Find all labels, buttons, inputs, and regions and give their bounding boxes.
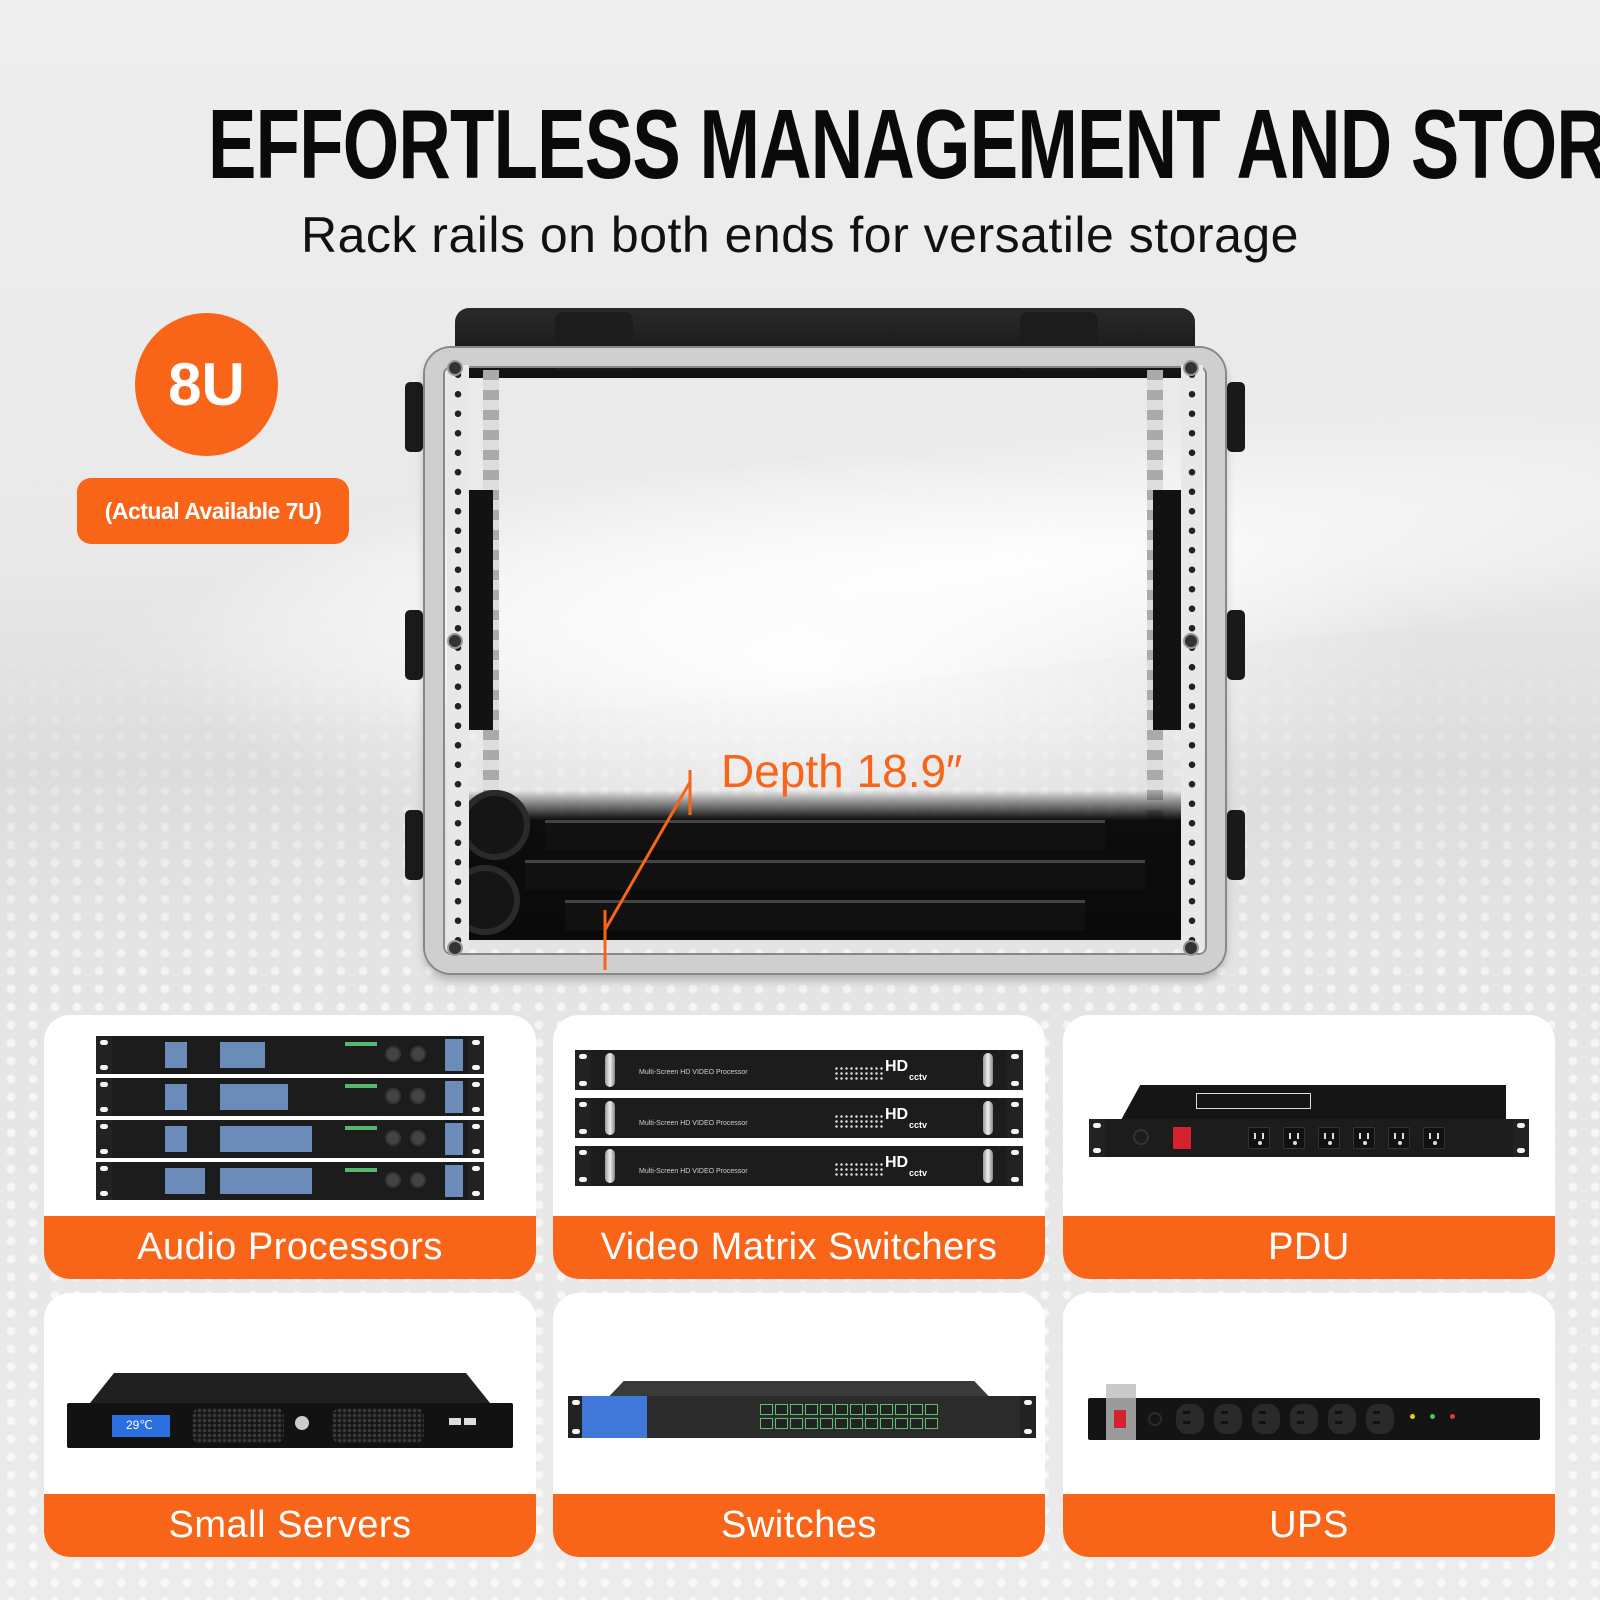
rack-base [465,790,1185,940]
rack-base-bar [545,820,1105,850]
rack-case-image [405,290,1245,980]
device-label: Small Servers [44,1494,536,1557]
device-label: Video Matrix Switchers [553,1216,1045,1279]
switch-unit [568,1395,1036,1438]
audio-processor-unit [96,1036,484,1074]
device-card-small-servers: 29℃ Small Servers [44,1293,536,1557]
pdu-image [1063,1015,1555,1215]
rack-front-frame [425,348,1225,973]
available-capacity-badge: (Actual Available 7U) [77,478,349,544]
video-matrix-switchers-image: Multi-Screen HD VIDEO Processor HD cctv … [553,1015,1045,1215]
power-switch-icon [1173,1127,1191,1149]
video-processor-unit: Multi-Screen HD VIDEO Processor HD cctv [575,1146,1023,1186]
depth-label: Depth 18.9″ [721,745,963,797]
rack-base-bar [565,900,1085,930]
audio-processor-unit [96,1078,484,1116]
device-label: Audio Processors [44,1216,536,1279]
capacity-badge: 8U [135,313,278,456]
rack-side-latch [405,382,423,452]
capacity-size-label: 8U [168,351,245,418]
device-card-pdu: PDU [1063,1015,1555,1279]
rack-side-latch [1227,810,1245,880]
power-switch-icon [1114,1410,1126,1428]
depth-indicator-line [603,770,692,970]
device-card-ups: UPS [1063,1293,1555,1557]
rack-screw [449,942,461,954]
small-servers-image: 29℃ [44,1293,536,1493]
rack-screw [1185,635,1197,647]
rack-screw [1185,362,1197,374]
rack-top-shell [455,308,1195,378]
audio-processor-unit [96,1120,484,1158]
device-label: UPS [1063,1494,1555,1557]
audio-processor-unit [96,1162,484,1200]
rack-front-rail-right [1181,365,1203,950]
page-title: EFFORTLESS MANAGEMENT AND STORAGE [208,89,1600,199]
rack-screw [1185,942,1197,954]
rack-side-latch [1227,610,1245,680]
device-card-audio-processors: Audio Processors [44,1015,536,1279]
device-label: PDU [1063,1216,1555,1279]
rack-side-latch [405,610,423,680]
rack-base-bar [525,860,1145,890]
device-card-switches: Switches [553,1293,1045,1557]
rack-screw [449,362,461,374]
status-led-icon [1430,1414,1435,1419]
audio-processors-image [44,1015,536,1215]
rack-front-rail-left [447,365,469,950]
pdu-top [1121,1085,1506,1120]
fan-grill-icon [332,1408,424,1443]
status-led-icon [1450,1414,1455,1419]
power-button-icon [295,1416,309,1430]
rack-side-latch [405,810,423,880]
rack-screw [449,635,461,647]
device-card-video-matrix-switchers: Multi-Screen HD VIDEO Processor HD cctv … [553,1015,1045,1279]
video-processor-unit: Multi-Screen HD VIDEO Processor HD cctv [575,1098,1023,1138]
video-processor-unit: Multi-Screen HD VIDEO Processor HD cctv [575,1050,1023,1090]
ups-image [1063,1293,1555,1493]
device-label: Switches [553,1494,1045,1557]
status-led-icon [1410,1414,1415,1419]
available-capacity-label: (Actual Available 7U) [104,497,322,524]
pdu-unit [1089,1119,1529,1157]
ups-unit [1088,1384,1540,1440]
server-unit: 29℃ [67,1403,513,1448]
server-display: 29℃ [112,1415,170,1437]
switches-image [553,1293,1045,1493]
page-subtitle: Rack rails on both ends for versatile st… [301,207,1299,263]
rack-side-latch [1227,382,1245,452]
fan-grill-icon [192,1408,284,1443]
rack-wheel [460,790,530,860]
